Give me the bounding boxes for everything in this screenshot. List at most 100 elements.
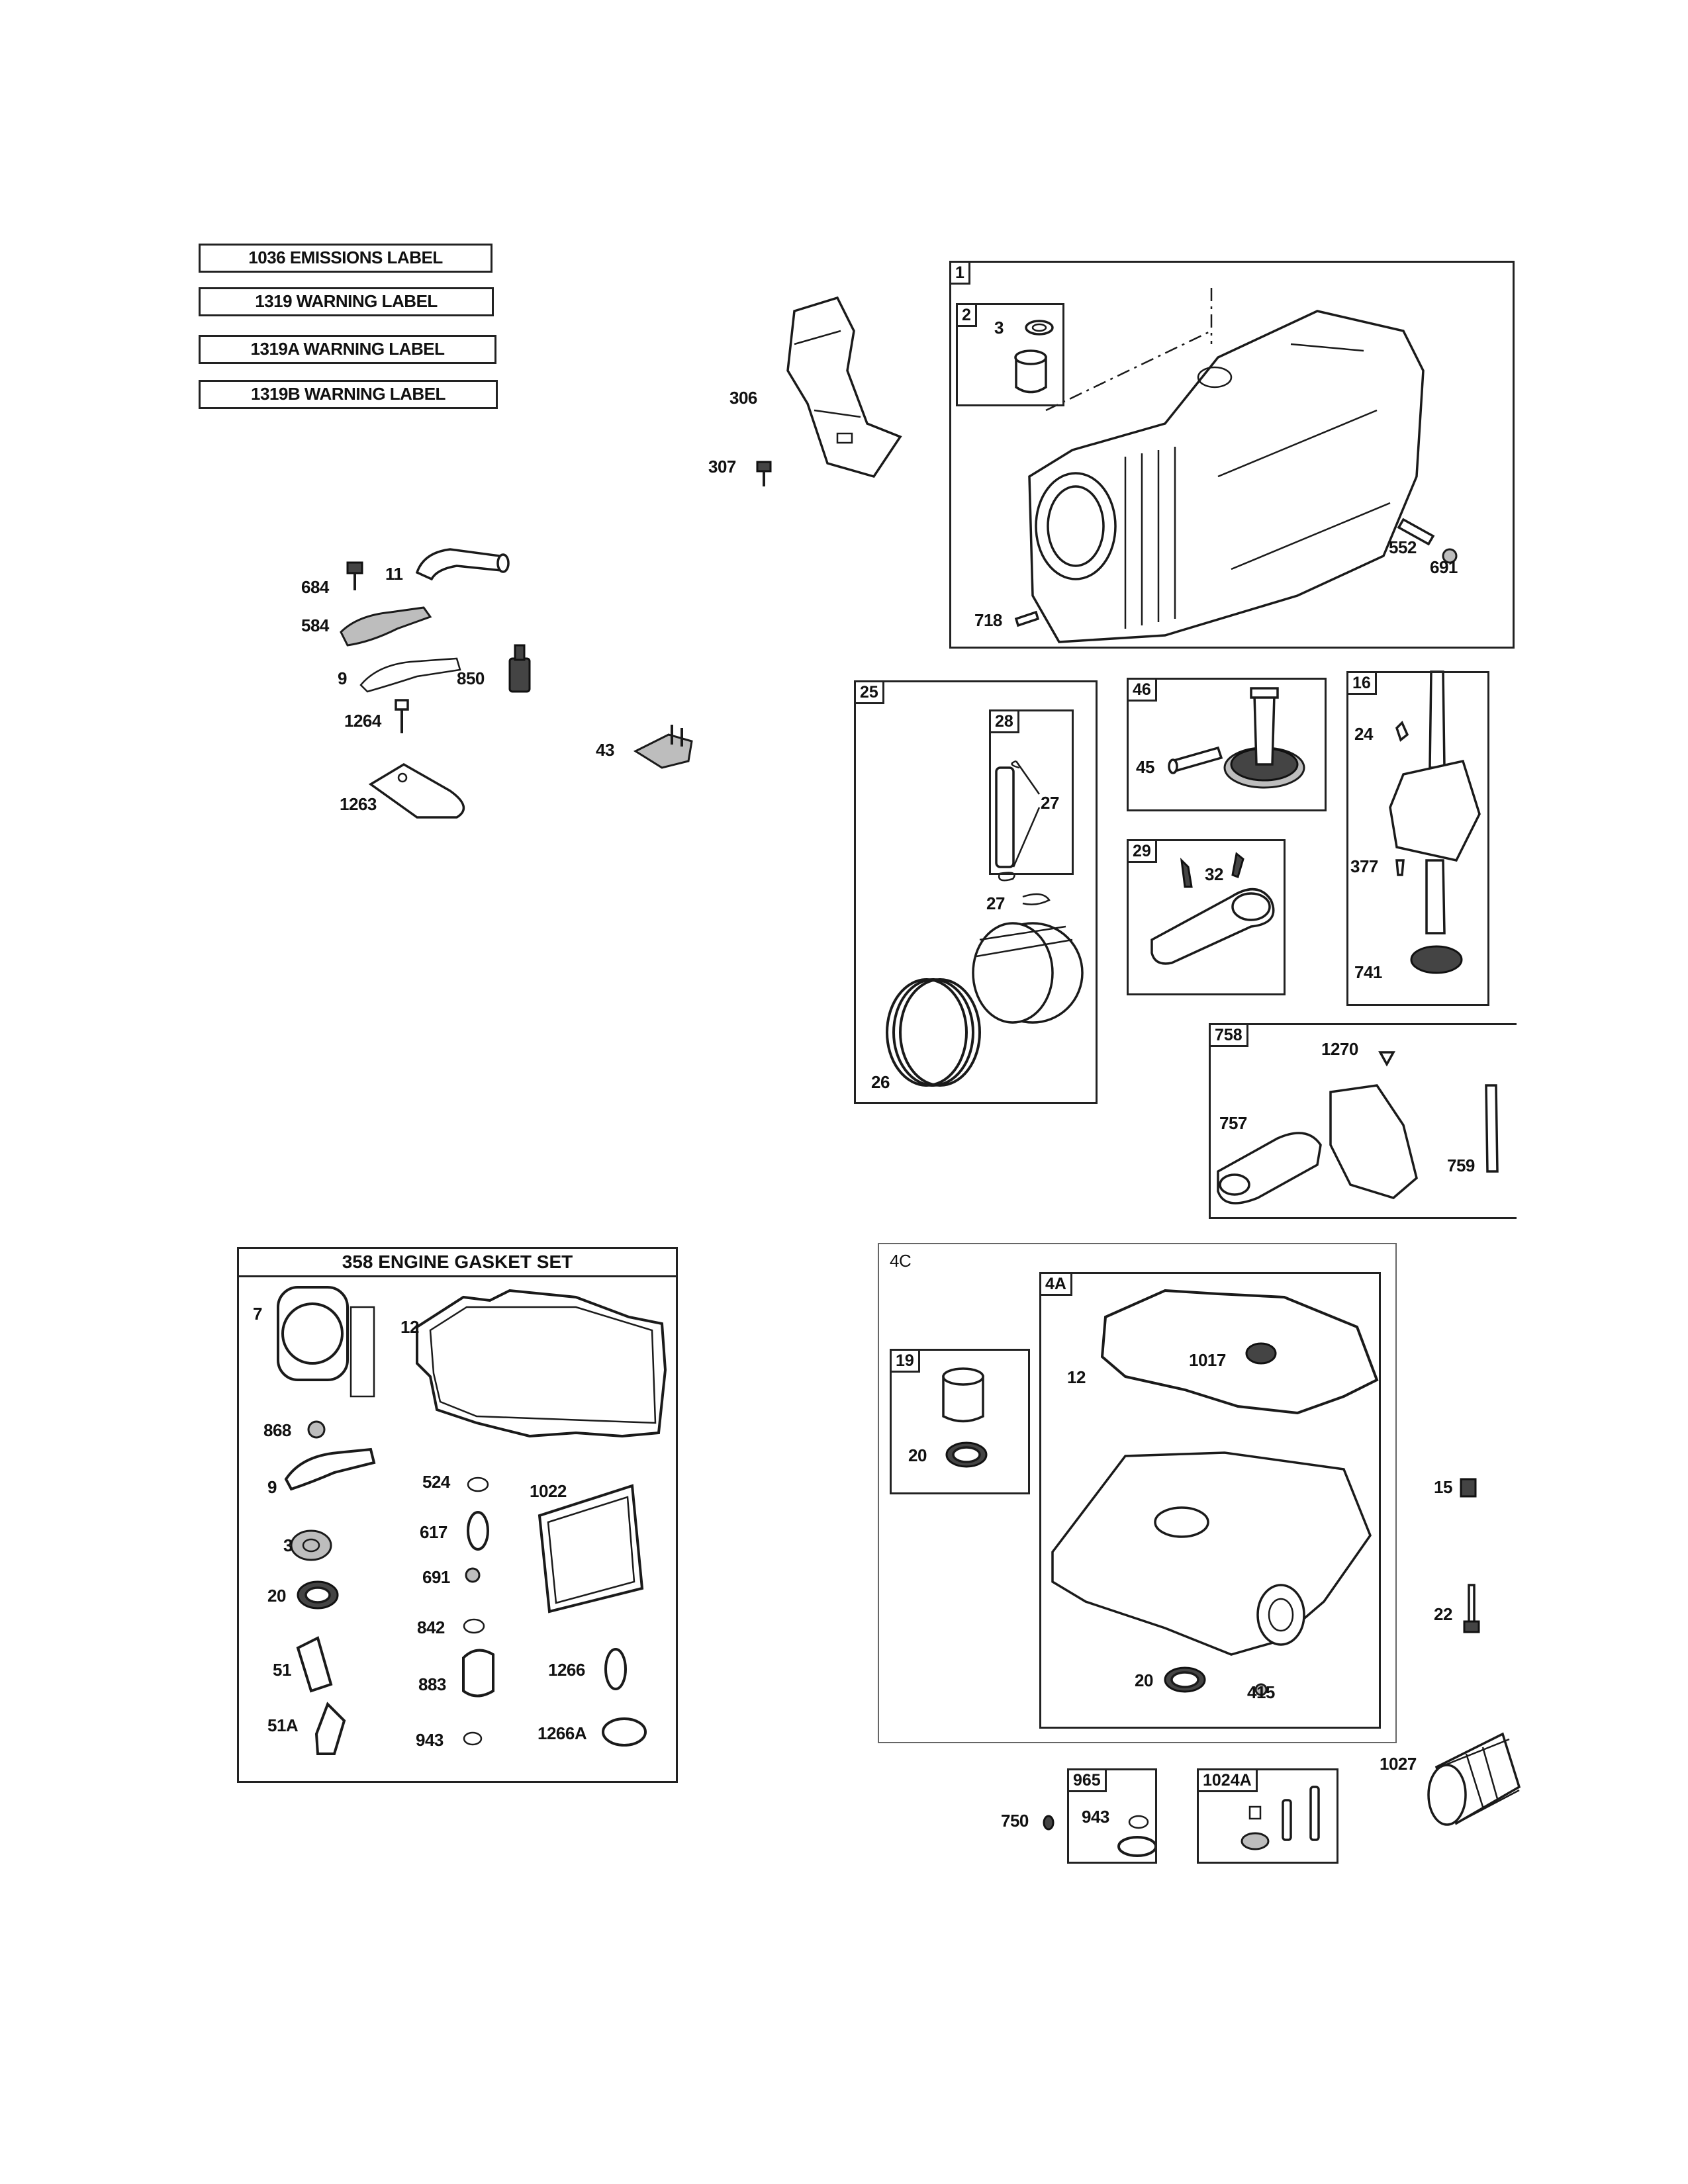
governor-drawing (1217, 1051, 1499, 1205)
part-label-15: 15 (1434, 1477, 1452, 1497)
box-number-2: 2 (958, 305, 977, 327)
part-label-45: 45 (1136, 757, 1154, 777)
part-label-9: 9 (338, 668, 347, 688)
part-label-22: 22 (1434, 1604, 1452, 1624)
part-label-1017: 1017 (1189, 1350, 1226, 1370)
part-label-377: 377 (1350, 856, 1378, 876)
screw-307-drawing (756, 461, 772, 486)
part-label-1022: 1022 (530, 1481, 567, 1501)
box-number-25: 25 (856, 682, 884, 704)
box-number-16: 16 (1348, 673, 1377, 695)
tube-11-drawing (415, 548, 510, 581)
part-label-691: 691 (1430, 557, 1458, 577)
connecting-rod-drawing (1150, 852, 1275, 965)
crankshaft-box: 16 (1346, 671, 1489, 1006)
bushing-sub-box: 2 (956, 303, 1064, 406)
gasket-set-box: 358 ENGINE GASKET SET (237, 1247, 678, 1783)
part-label-415: 415 (1247, 1682, 1275, 1702)
part-label-718: 718 (974, 610, 1002, 630)
part-label-12-sump: 12 (1067, 1367, 1086, 1387)
bolt-684-drawing (346, 561, 363, 590)
gasket-set-drawing (277, 1286, 667, 1755)
bearing-box: 19 (890, 1349, 1030, 1494)
part-label-11: 11 (385, 564, 403, 584)
box-number-19: 19 (892, 1351, 920, 1373)
piston-group-drawing (886, 760, 1084, 1087)
screw-22-drawing (1463, 1584, 1480, 1633)
kit-965-box: 965 (1067, 1768, 1157, 1864)
box-number-46: 46 (1129, 680, 1157, 702)
box-number-29: 29 (1129, 841, 1157, 863)
part-label-51: 51 (273, 1660, 291, 1680)
part-label-12-gasket: 12 (400, 1317, 419, 1337)
part-label-684: 684 (301, 577, 329, 597)
part-label-943-kit: 943 (1082, 1807, 1109, 1827)
kit-1024A-drawing (1241, 1786, 1320, 1850)
part-label-51a: 51A (267, 1715, 299, 1735)
cylinder-block-drawing (1014, 288, 1458, 643)
part-label-1266a: 1266A (538, 1723, 587, 1743)
part-label-27-clip: 27 (1041, 793, 1059, 813)
part-label-741: 741 (1354, 962, 1382, 982)
box-number-758: 758 (1211, 1025, 1248, 1047)
part-label-1266: 1266 (548, 1660, 585, 1680)
box-number-28: 28 (991, 711, 1019, 733)
part-label-7: 7 (253, 1304, 262, 1324)
part-label-27-ring: 27 (986, 893, 1005, 913)
part-label-3-gasket: 3 (283, 1535, 293, 1555)
connecting-rod-box: 29 (1127, 839, 1286, 995)
part-label-584: 584 (301, 615, 329, 635)
sump-cover-box: 4C (878, 1243, 1397, 1743)
box-number-1: 1 (951, 263, 970, 285)
part-label-306: 306 (729, 388, 757, 408)
part-label-691-gasket: 691 (422, 1567, 450, 1587)
linkage-43-drawing (633, 725, 693, 769)
part-label-307: 307 (708, 457, 736, 477)
part-label-26: 26 (871, 1072, 890, 1092)
cam-gear-box: 46 (1127, 678, 1327, 811)
box-number-965: 965 (1069, 1770, 1107, 1792)
box-number-4c: 4C (890, 1251, 912, 1271)
part-label-1270: 1270 (1321, 1039, 1358, 1059)
cylinder-block-box: 1 (949, 261, 1515, 649)
sump-cover-drawing (942, 1289, 1379, 1696)
part-label-842: 842 (417, 1617, 445, 1637)
part-label-868: 868 (263, 1420, 291, 1440)
gasket-set-title: 358 ENGINE GASKET SET (239, 1249, 676, 1277)
part-label-759: 759 (1447, 1156, 1475, 1175)
screw-1264-drawing (395, 699, 409, 733)
part-label-757: 757 (1219, 1113, 1247, 1133)
part-label-20-gasket: 20 (267, 1586, 286, 1606)
part-label-32: 32 (1205, 864, 1223, 884)
kit-1024a-box: 1024A (1197, 1768, 1338, 1864)
part-label-850: 850 (457, 668, 485, 688)
emissions-label-tag: 1036 EMISSIONS LABEL (199, 244, 492, 273)
part-label-617: 617 (420, 1522, 447, 1542)
shield-306-drawing (786, 296, 902, 478)
gasket-9-drawing (359, 657, 461, 693)
part-label-24: 24 (1354, 724, 1373, 744)
part-label-524: 524 (422, 1472, 450, 1492)
sealant-850-drawing (508, 644, 531, 693)
cam-gear-drawing (1168, 687, 1305, 789)
part-label-943-gasket: 943 (416, 1730, 444, 1750)
box-number-1024a: 1024A (1199, 1770, 1258, 1792)
piston-box: 25 (854, 680, 1098, 1104)
plate-1263-drawing (368, 762, 465, 819)
part-label-3: 3 (994, 318, 1004, 338)
warning-label-1319a-tag: 1319A WARNING LABEL (199, 335, 496, 364)
part-label-20-sump: 20 (1135, 1670, 1153, 1690)
part-label-43: 43 (596, 740, 614, 760)
part-label-1027: 1027 (1380, 1754, 1417, 1774)
crankshaft-drawing (1389, 670, 1481, 974)
part-label-1264: 1264 (344, 711, 381, 731)
part-label-750: 750 (1001, 1811, 1029, 1831)
part-label-1263: 1263 (340, 794, 377, 814)
part-label-883: 883 (418, 1674, 446, 1694)
oil-filter-1027-drawing (1427, 1732, 1521, 1826)
piston-pin-box: 28 (989, 709, 1074, 875)
part-label-9-gasket: 9 (267, 1477, 277, 1497)
warning-label-1319-tag: 1319 WARNING LABEL (199, 287, 494, 316)
part-label-552: 552 (1389, 537, 1417, 557)
